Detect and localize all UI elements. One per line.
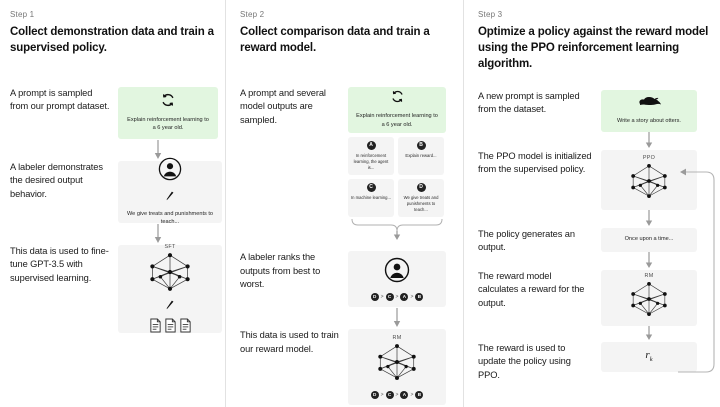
rm-rank-badge-1: D <box>370 391 379 400</box>
output-option-c[interactable]: C In machine learning... <box>348 179 394 218</box>
output-option-d[interactable]: D We give treats and punishments to teac… <box>398 179 444 218</box>
ppo-model-label: PPO <box>642 155 656 162</box>
option-badge-d: D <box>416 183 426 192</box>
rm-model-card-step3: RM <box>601 269 697 326</box>
step-1-caption-2: A labeler demonstrates the desired outpu… <box>10 161 103 199</box>
model-outputs-grid: A In reinforcement learning, the agent i… <box>348 136 446 218</box>
ppo-model-card: PPO <box>601 149 697 210</box>
reward-symbol-base: r <box>645 349 650 362</box>
step-2-title: Collect comparison data and train a rewa… <box>240 26 430 54</box>
rm-rank-sep-2: > <box>395 392 399 399</box>
option-badge-a: A <box>366 140 376 150</box>
arrow-down-5 <box>601 209 697 228</box>
step-2-column: Step 2 Collect comparison data and train… <box>225 0 463 407</box>
feedback-loop-arrow <box>678 168 715 373</box>
prompt-card-step3: Write a story about otters. <box>601 89 697 132</box>
step-3-title: Optimize a policy against the reward mod… <box>478 26 709 70</box>
labeler-card-step1: We give treats and punishments to teach.… <box>118 157 222 225</box>
labeler-person-icon <box>384 257 410 288</box>
option-badge-c: C <box>366 183 376 192</box>
step-2-kicker: Step 2 <box>240 10 265 19</box>
prompt-card-step3-text: Write a story about otters. <box>617 118 681 125</box>
rm-rank-sep-3: > <box>410 392 414 399</box>
step-2-caption-1: A prompt and several model outputs are s… <box>240 87 326 125</box>
rank-badge-1: D <box>370 293 379 302</box>
rm-model-card-step2: RM <box>348 329 446 406</box>
rank-badge-2: C <box>385 293 394 302</box>
step-1-caption-3: This data is used to fine-tune GPT-3.5 w… <box>10 245 109 283</box>
ranking-row-labeler: D > C > A > B <box>370 293 424 302</box>
labeler-person-icon <box>158 157 182 186</box>
neural-network-icon <box>374 343 420 386</box>
ranking-row-rm: D > C > A > B <box>370 391 424 400</box>
rank-sep-1: > <box>380 294 384 301</box>
option-text-a: In reinforcement learning, the agent is.… <box>353 152 389 170</box>
sft-model-card: SFT <box>118 244 222 333</box>
step-3-caption-4: The reward model calculates a reward for… <box>478 270 585 308</box>
rm-rank-badge-2: C <box>385 391 394 400</box>
reward-symbol-subscript: k <box>649 356 653 364</box>
step-3-column: Step 3 Optimize a policy against the rew… <box>463 0 720 407</box>
circular-arrows-icon <box>161 93 175 112</box>
rank-badge-3: A <box>400 293 409 302</box>
arrow-down-6 <box>601 251 697 270</box>
step-3-caption-2: The PPO model is initialized from the su… <box>478 150 592 175</box>
rm-rank-badge-4: B <box>415 391 424 400</box>
documents-icon-group <box>149 318 192 333</box>
pencil-icon <box>165 188 175 206</box>
rank-sep-2: > <box>395 294 399 301</box>
step-2-caption-3: This data is used to train our reward mo… <box>240 330 339 354</box>
neural-network-icon <box>627 163 671 204</box>
prompt-card-step2: Explain reinforcement learning to a 6 ye… <box>348 86 446 133</box>
step-1-kicker: Step 1 <box>10 10 35 19</box>
arrow-down-2 <box>108 223 208 245</box>
step-3-caption-5: The reward is used to update the policy … <box>478 342 571 380</box>
neural-network-icon <box>627 281 671 322</box>
circular-arrows-icon <box>391 90 404 108</box>
prompt-card-step2-text: Explain reinforcement learning to a 6 ye… <box>356 113 438 128</box>
step-1-title: Collect demonstration data and train a s… <box>10 26 214 54</box>
option-text-d: We give treats and punishments to teach.… <box>403 195 439 213</box>
arrow-down-3 <box>348 307 446 329</box>
pencil-icon <box>165 297 175 315</box>
option-text-c: In machine learning... <box>350 195 392 200</box>
rm-model-label-step2: RM <box>392 335 402 342</box>
reward-symbol: rk <box>645 349 652 363</box>
output-option-b[interactable]: B Explain reward... <box>398 136 444 175</box>
neural-network-icon <box>146 252 194 297</box>
output-option-a[interactable]: A In reinforcement learning, the agent i… <box>348 136 394 175</box>
otter-icon <box>636 95 662 113</box>
arrow-down-7 <box>601 325 697 342</box>
step-2-caption-2: A labeler ranks the outputs from best to… <box>240 252 321 290</box>
arrow-down-4 <box>601 131 697 150</box>
policy-output-text: Once upon a time... <box>624 236 674 243</box>
labeler-card-step1-text: We give treats and punishments to teach.… <box>126 210 214 226</box>
rm-model-label-step3: RM <box>644 273 654 280</box>
prompt-card-step1-text: Explain reinforcement learning to a 6 ye… <box>127 116 209 132</box>
rm-rank-sep-1: > <box>380 392 384 399</box>
brace-and-arrow-group <box>348 217 446 241</box>
step-3-caption-3: The policy generates an output. <box>478 228 575 253</box>
rank-sep-3: > <box>410 294 414 301</box>
step-1-caption-1: A prompt is sampled from our prompt data… <box>10 87 110 112</box>
step-3-caption-1: A new prompt is sampled from the dataset… <box>478 90 580 115</box>
arrow-down-1 <box>108 139 208 161</box>
option-text-b: Explain reward... <box>405 152 437 158</box>
rm-rank-badge-3: A <box>400 391 409 400</box>
step-3-kicker: Step 3 <box>478 10 503 19</box>
labeler-ranking-card: D > C > A > B <box>348 251 446 308</box>
policy-output-card: Once upon a time... <box>601 227 697 252</box>
prompt-card-step1: Explain reinforcement learning to a 6 ye… <box>118 86 218 139</box>
step-1-column: Step 1 Collect demonstration data and tr… <box>0 0 225 407</box>
rank-badge-4: B <box>415 293 424 302</box>
option-badge-b: B <box>416 140 426 150</box>
reward-value-card: rk <box>601 341 697 372</box>
sft-model-label: SFT <box>164 244 176 251</box>
